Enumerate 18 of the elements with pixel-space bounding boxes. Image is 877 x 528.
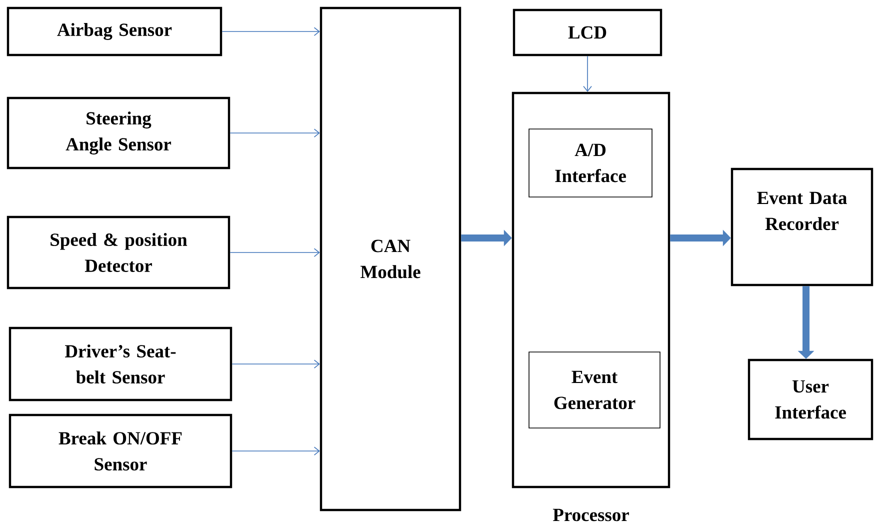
block-box: Steering Angle Sensor [6,96,230,170]
block-box: Break ON/OFF Sensor [8,414,232,488]
arrow [230,248,320,257]
block-box: User Interface [748,358,874,440]
arrow [232,360,320,368]
arrow [222,27,320,36]
component-box: A/D Interface [528,128,652,198]
block-box: LCD [512,8,662,56]
component-box: Event Generator [528,352,660,428]
block-box: Event Data Recorder [730,168,874,286]
block-box: Driver’s Seat-belt Sensor [8,326,232,402]
block-box: CAN Module [320,6,462,512]
arrow [232,446,320,456]
node-label: Processor [552,508,629,522]
block-box: Airbag Sensor [6,6,222,56]
block-box: Speed & position Detector [6,216,230,290]
arrow [583,56,592,92]
arrow [230,128,320,138]
